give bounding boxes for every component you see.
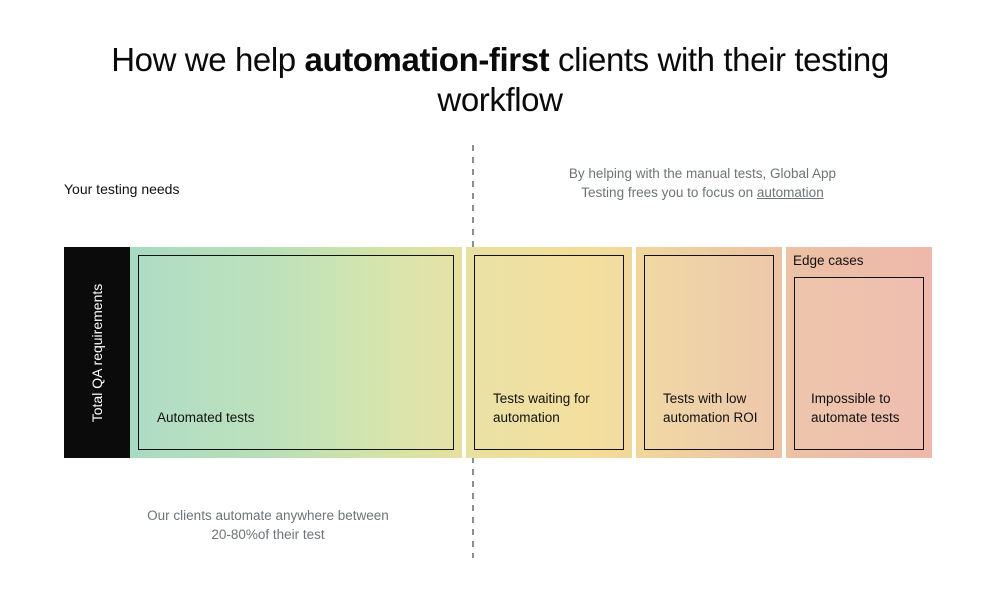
segment-tests-waiting-label: Tests waiting for automation	[493, 391, 590, 425]
segment-tests-low-automation-roi[interactable]: Tests with low automation ROI	[632, 247, 782, 458]
total-qa-requirements-axis: Total QA requirements	[64, 247, 130, 458]
your-testing-needs-label: Your testing needs	[64, 181, 180, 197]
qa-requirements-bar: Total QA requirements Automated tests Te…	[64, 247, 932, 458]
automation-link[interactable]: automation	[756, 185, 824, 200]
segment-tests-waiting-box: Tests waiting for automation	[474, 255, 624, 450]
segment-automated-tests[interactable]: Automated tests	[130, 247, 462, 458]
segment-low-roi-label: Tests with low automation ROI	[663, 391, 758, 425]
segment-low-roi-box: Tests with low automation ROI	[644, 255, 774, 450]
title-part-1: How we help	[111, 41, 305, 78]
segment-impossible-box: Impossible to automate tests	[794, 277, 924, 450]
automation-range-note-line-1: Our clients automate anywhere between	[147, 508, 389, 523]
total-qa-requirements-label: Total QA requirements	[89, 283, 105, 422]
title-emphasis: automation-first	[304, 41, 550, 78]
automation-range-note-line-2: 20-80%of their test	[211, 527, 325, 542]
page-title: How we help automation-first clients wit…	[60, 40, 940, 120]
segment-automated-tests-label: Automated tests	[157, 410, 255, 425]
edge-cases-label: Edge cases	[793, 253, 864, 268]
manual-tests-note-line-2: Testing frees you to focus on	[581, 185, 757, 200]
manual-tests-note: By helping with the manual tests, Global…	[500, 164, 905, 202]
automation-range-note: Our clients automate anywhere between 20…	[120, 506, 416, 544]
title-part-2: clients with their testing workflow	[437, 41, 889, 118]
bar-track: Automated tests Tests waiting for automa…	[130, 247, 932, 458]
segment-impossible-label: Impossible to automate tests	[811, 391, 900, 425]
segment-tests-waiting-for-automation[interactable]: Tests waiting for automation	[462, 247, 632, 458]
manual-tests-note-line-1: By helping with the manual tests, Global…	[568, 166, 837, 181]
segment-impossible-to-automate[interactable]: Impossible to automate tests	[782, 247, 932, 458]
segment-automated-tests-box: Automated tests	[138, 255, 454, 450]
